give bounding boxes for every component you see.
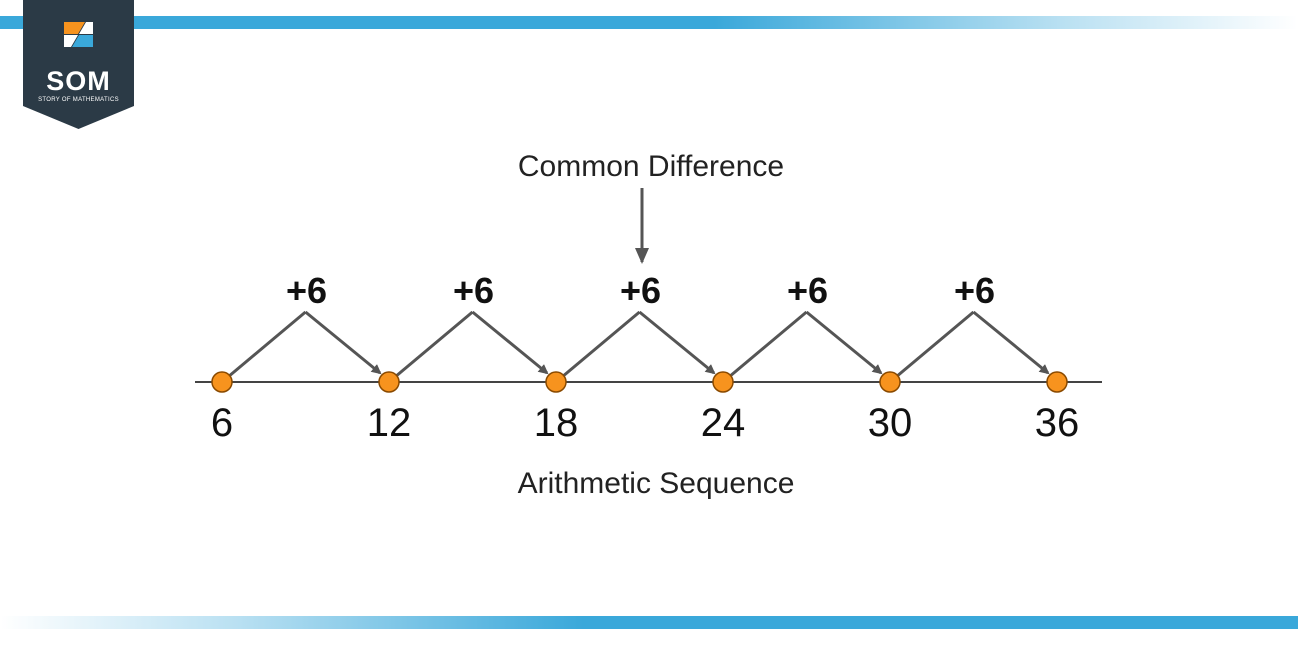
arrow-up-segment xyxy=(722,310,808,384)
term-label: 12 xyxy=(367,401,412,445)
arrow-up-segment xyxy=(221,310,307,384)
term-label: 6 xyxy=(211,401,233,445)
logo-tagline: STORY OF MATHEMATICS xyxy=(38,97,119,103)
sequence-point xyxy=(211,371,233,393)
arrow-down-segment xyxy=(972,310,1050,375)
diagram-caption: Arithmetic Sequence xyxy=(518,467,795,500)
term-label: 30 xyxy=(868,401,913,445)
difference-label: +6 xyxy=(286,270,327,311)
term-label: 24 xyxy=(701,401,746,445)
arrow-up-segment xyxy=(555,310,641,384)
sequence-points xyxy=(211,371,1068,393)
term-label: 36 xyxy=(1035,401,1080,445)
difference-label: +6 xyxy=(954,270,995,311)
arrow-down-segment xyxy=(304,310,382,375)
term-labels: 6 12 18 24 30 36 xyxy=(211,401,1079,445)
difference-label: +6 xyxy=(453,270,494,311)
sequence-point xyxy=(712,371,734,393)
arrow-up-segment xyxy=(889,310,975,384)
sequence-point xyxy=(545,371,567,393)
arrow-down-segment xyxy=(471,310,549,375)
difference-arrows xyxy=(221,310,1050,384)
sequence-point xyxy=(378,371,400,393)
difference-label: +6 xyxy=(620,270,661,311)
arrow-up-segment xyxy=(388,310,474,384)
bottom-accent-band xyxy=(0,616,1298,629)
arrow-down-segment xyxy=(638,310,716,375)
top-accent-band xyxy=(0,16,1298,29)
difference-label: +6 xyxy=(787,270,828,311)
term-label: 18 xyxy=(534,401,579,445)
som-logo: SOM STORY OF MATHEMATICS xyxy=(23,0,134,129)
sequence-point xyxy=(879,371,901,393)
sequence-point xyxy=(1046,371,1068,393)
arrow-down-segment xyxy=(805,310,883,375)
difference-labels: +6 +6 +6 +6 +6 xyxy=(286,270,995,311)
common-difference-annotation: Common Difference xyxy=(518,150,784,183)
logo-wordmark: SOM xyxy=(46,66,111,96)
